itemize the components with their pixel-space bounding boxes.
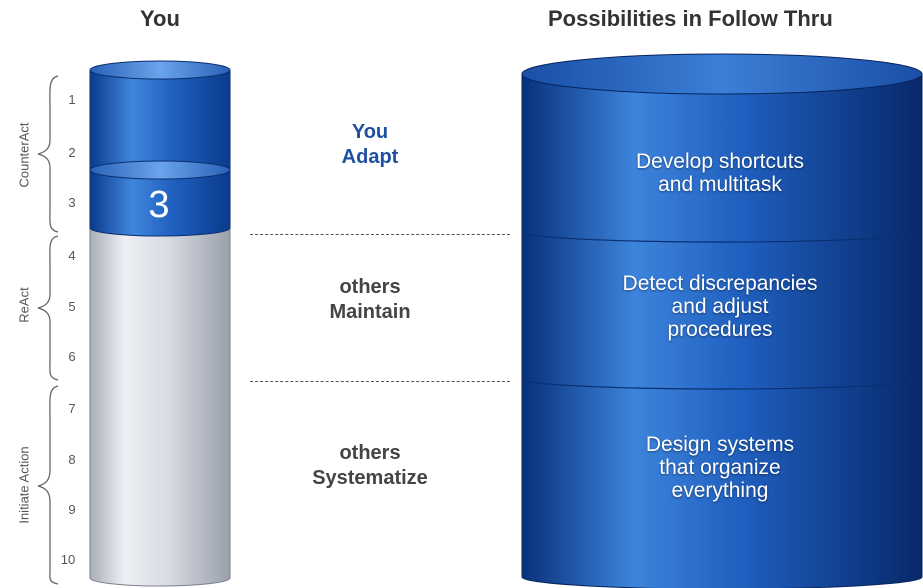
mode-maintain-line2: Maintain: [329, 301, 411, 323]
tick-3: 3: [68, 195, 76, 210]
possibilities-body: [521, 73, 923, 588]
tick-9: 9: [68, 502, 76, 517]
mode-adapt-line2: Adapt: [341, 146, 399, 168]
current-level-badge: 3: [148, 184, 170, 226]
possibility-maintain-line3: procedures: [667, 318, 773, 341]
cylinder-level-ring: [89, 160, 231, 180]
possibility-adapt: Develop shortcuts and multitask: [560, 150, 880, 196]
possibility-systematize: Design systems that organize everything: [560, 433, 880, 502]
mode-adapt: You Adapt: [270, 120, 470, 170]
tick-6: 6: [68, 349, 76, 364]
divider-lower: [250, 381, 510, 382]
tick-10: 10: [60, 552, 76, 567]
left-title: You: [140, 6, 180, 31]
possibility-systematize-line2: that organize: [659, 456, 781, 479]
possibility-systematize-line3: everything: [671, 479, 769, 502]
possibility-maintain: Detect discrepancies and adjust procedur…: [560, 272, 880, 341]
right-title: Possibilities in Follow Thru: [548, 6, 833, 31]
tick-5: 5: [68, 299, 76, 314]
mode-systematize-line1: others: [339, 442, 401, 464]
brace-counteract: [37, 75, 59, 233]
possibility-adapt-line1: Develop shortcuts: [635, 150, 805, 173]
segment-line-upper: [521, 231, 923, 243]
mode-adapt-line1: You: [351, 121, 389, 143]
level-cylinder: [89, 60, 231, 587]
tick-4: 4: [68, 248, 76, 263]
tick-1: 1: [68, 92, 76, 107]
segment-line-lower: [521, 378, 923, 390]
brace-react: [37, 235, 59, 381]
mode-systematize: others Systematize: [270, 441, 470, 491]
possibilities-top: [521, 53, 923, 95]
possibility-maintain-line2: and adjust: [671, 295, 769, 318]
group-braces: [37, 75, 59, 585]
possibility-systematize-line1: Design systems: [645, 433, 795, 456]
mode-maintain-line1: others: [339, 276, 401, 298]
possibility-maintain-line1: Detect discrepancies: [622, 272, 818, 295]
brace-initiate-action: [37, 385, 59, 585]
divider-upper: [250, 234, 510, 235]
mode-systematize-line2: Systematize: [312, 467, 428, 489]
possibility-adapt-line2: and multitask: [658, 173, 782, 196]
tick-2: 2: [68, 145, 76, 160]
tick-7: 7: [68, 401, 76, 416]
cylinder-silver-body: [89, 227, 231, 587]
tick-8: 8: [68, 452, 76, 467]
mode-maintain: others Maintain: [270, 275, 470, 325]
possibilities-cylinder: [521, 53, 923, 588]
cylinder-blue-body: [89, 69, 231, 237]
cylinder-top: [89, 60, 231, 80]
